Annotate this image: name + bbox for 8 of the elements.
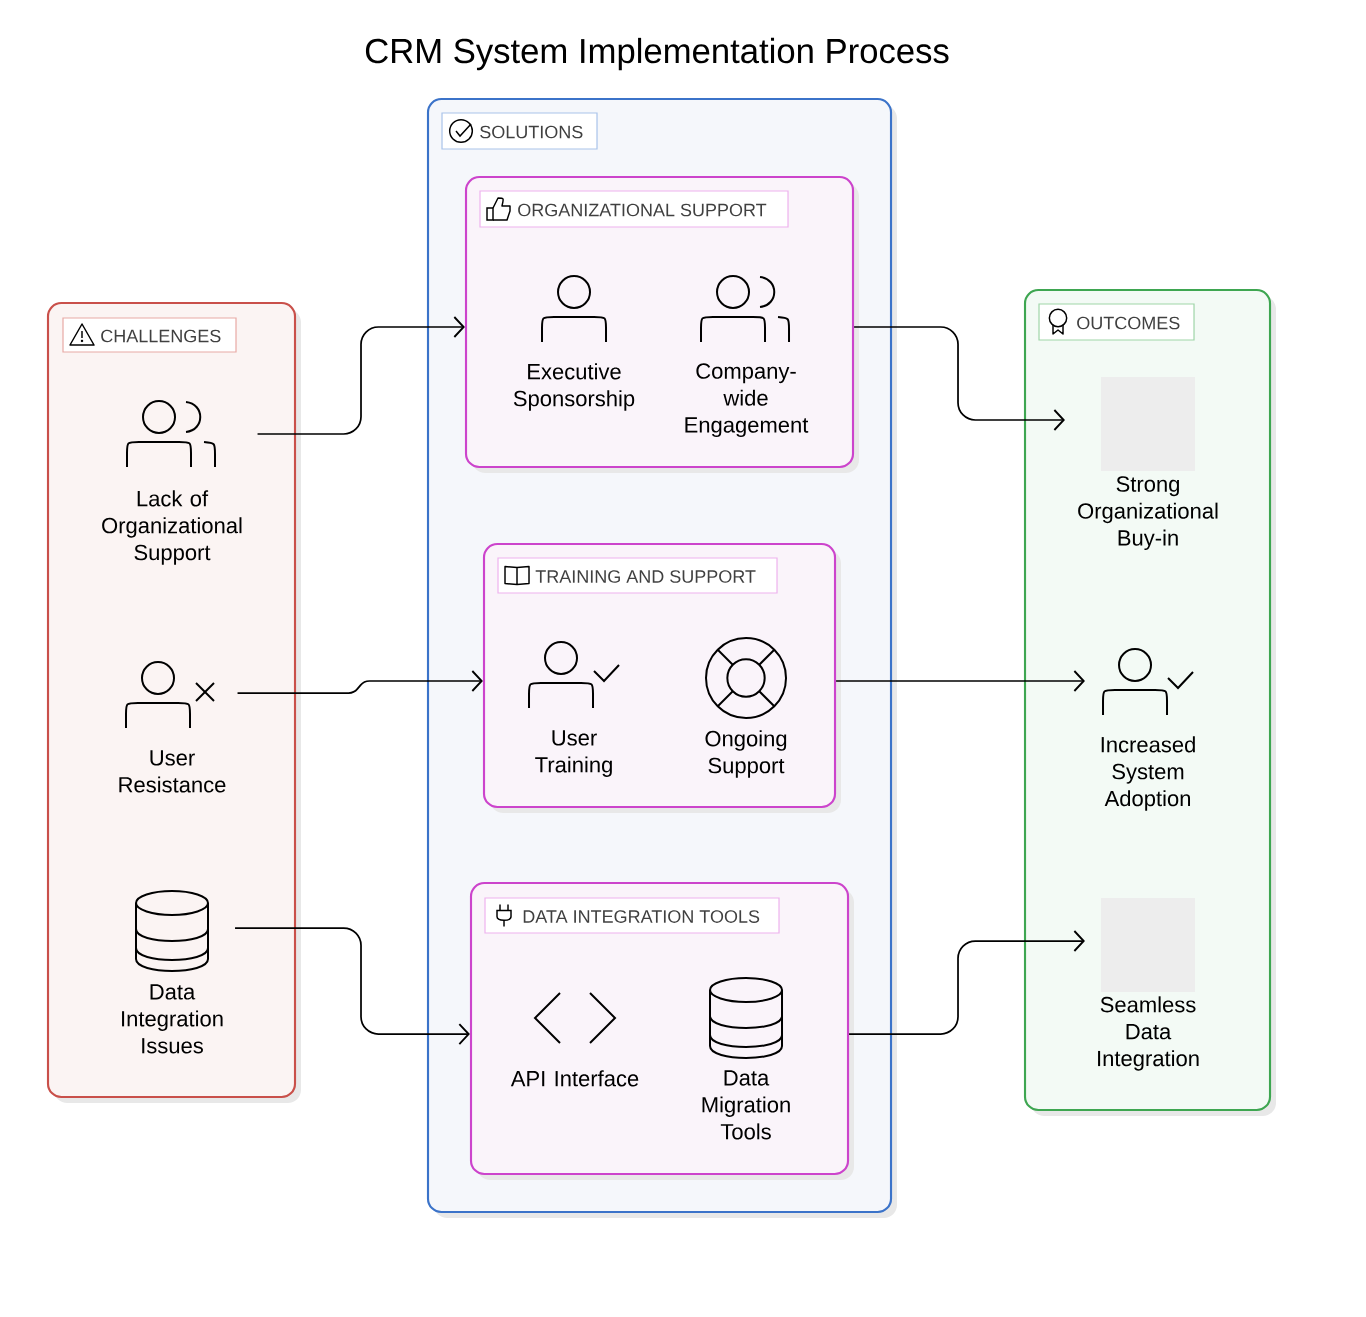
arrow	[256, 316, 465, 435]
arrow	[848, 930, 1085, 1035]
arrow	[234, 927, 470, 1045]
arrow	[835, 670, 1085, 692]
arrow	[236, 670, 483, 694]
arrow	[853, 326, 1065, 431]
title: CRM System Implementation Process	[365, 37, 949, 71]
header-tag: SOLUTIONS	[441, 112, 598, 150]
